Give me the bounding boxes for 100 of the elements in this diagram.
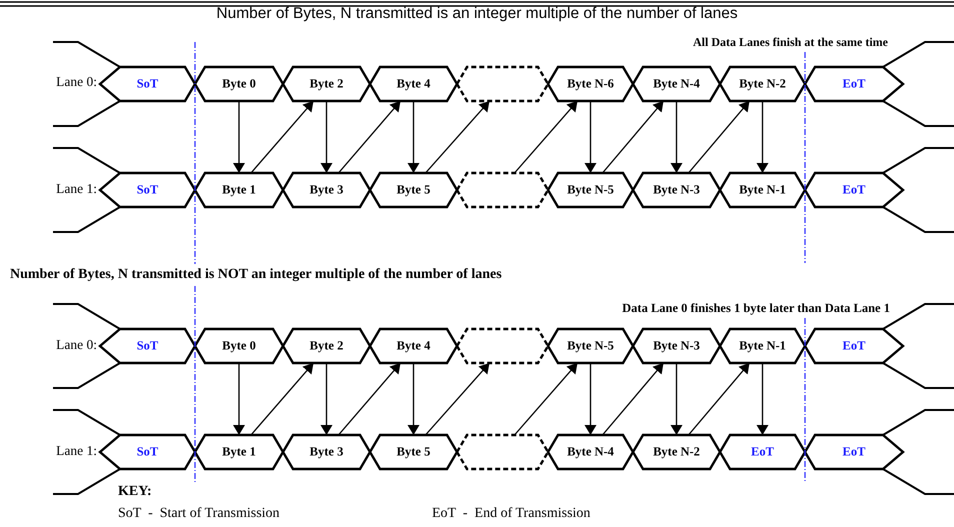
lane-segment bbox=[633, 435, 720, 469]
lane-segment bbox=[100, 435, 195, 469]
lane-segment bbox=[100, 173, 195, 207]
lane-segment bbox=[195, 329, 283, 363]
arrow bbox=[670, 101, 682, 173]
section-heading: Number of Bytes, N transmitted is NOT an integer multiple of the number of lanes bbox=[10, 267, 502, 283]
lane-segment bbox=[283, 435, 370, 469]
arrow bbox=[514, 362, 578, 436]
segment-label: SoT bbox=[136, 444, 158, 460]
segment-label: Byte 4 bbox=[396, 338, 430, 354]
lane-segment bbox=[283, 67, 370, 101]
lane-segment bbox=[283, 329, 370, 363]
lane-segment bbox=[548, 435, 633, 469]
segment-label: Byte N-4 bbox=[567, 444, 614, 460]
lane-segment bbox=[195, 173, 283, 207]
lane-label: Lane 0: bbox=[56, 337, 97, 353]
segment-label: Byte N-6 bbox=[567, 76, 614, 92]
lane-segment bbox=[370, 329, 457, 363]
segment-label: EoT bbox=[751, 444, 774, 460]
segment-label: Byte 0 bbox=[222, 76, 256, 92]
arrow bbox=[425, 100, 490, 174]
segment-label: Byte N-3 bbox=[653, 338, 700, 354]
lane-segment bbox=[370, 435, 457, 469]
lane-segment bbox=[805, 329, 903, 363]
segment-label: EoT bbox=[842, 444, 866, 460]
segment-label: Byte 0 bbox=[222, 338, 256, 354]
arrow bbox=[584, 363, 596, 435]
key-entry: EoT - End of Transmission bbox=[432, 506, 590, 522]
segment-label: SoT bbox=[136, 338, 158, 354]
segment-label: Byte 5 bbox=[396, 182, 430, 198]
segment-label: Byte 5 bbox=[396, 444, 430, 460]
arrow bbox=[670, 363, 682, 435]
segment-label: Byte 1 bbox=[222, 182, 256, 198]
lane-segment bbox=[805, 67, 903, 101]
segment-label: Byte 3 bbox=[310, 182, 344, 198]
arrow bbox=[688, 100, 750, 174]
lane-label: Lane 1: bbox=[56, 443, 97, 459]
segment-label: Byte N-4 bbox=[653, 76, 700, 92]
arrow bbox=[688, 362, 750, 436]
segment-label: Byte N-2 bbox=[739, 76, 786, 92]
arrow bbox=[233, 101, 245, 173]
segment-label: Byte N-1 bbox=[739, 182, 786, 198]
lane-segment bbox=[805, 435, 903, 469]
arrow bbox=[320, 363, 332, 435]
lane-segment bbox=[633, 173, 720, 207]
segment-label: EoT bbox=[842, 76, 866, 92]
arrow bbox=[408, 101, 420, 173]
key-heading: KEY: bbox=[118, 484, 152, 500]
arrow bbox=[756, 101, 768, 173]
arrow bbox=[320, 101, 332, 173]
segment-label: Byte N-1 bbox=[739, 338, 786, 354]
segment-label: EoT bbox=[842, 182, 866, 198]
note-text: Data Lane 0 finishes 1 byte later than Data Lane 1 bbox=[622, 301, 890, 316]
arrow bbox=[250, 100, 314, 174]
segment-label: Byte 1 bbox=[222, 444, 256, 460]
arrow bbox=[602, 362, 664, 436]
note-text: All Data Lanes finish at the same time bbox=[693, 35, 888, 50]
lane-segment bbox=[720, 435, 805, 469]
lane-segment bbox=[370, 173, 457, 207]
segment-label: Byte N-5 bbox=[567, 338, 614, 354]
segment-label: EoT bbox=[842, 338, 866, 354]
arrow bbox=[338, 100, 401, 174]
segment-label: Byte 4 bbox=[396, 76, 430, 92]
diagram-title: Number of Bytes, N transmitted is an integer multiple of the number of lanes bbox=[216, 5, 738, 23]
arrow bbox=[250, 362, 314, 436]
lane-segment bbox=[720, 329, 805, 363]
lane-segment bbox=[370, 67, 457, 101]
arrow bbox=[338, 362, 401, 436]
segment-label: Byte 2 bbox=[310, 338, 344, 354]
lane-segment bbox=[548, 173, 633, 207]
segment-label: Byte 2 bbox=[310, 76, 344, 92]
segment-label: SoT bbox=[136, 76, 158, 92]
lane-segment bbox=[100, 67, 195, 101]
lane-segment bbox=[548, 67, 633, 101]
dashed-lane-segment bbox=[457, 435, 548, 469]
dashed-lane-segment bbox=[457, 173, 548, 207]
lane-segment bbox=[633, 67, 720, 101]
lane-segment bbox=[283, 173, 370, 207]
lane-segment bbox=[720, 173, 805, 207]
arrow bbox=[756, 363, 768, 435]
lane-segment bbox=[805, 173, 903, 207]
arrow bbox=[425, 362, 490, 436]
arrow bbox=[233, 363, 245, 435]
segment-label: Byte 3 bbox=[310, 444, 344, 460]
segment-label: SoT bbox=[136, 182, 158, 198]
arrow bbox=[408, 363, 420, 435]
segment-label: Byte N-5 bbox=[567, 182, 614, 198]
lane-label: Lane 0: bbox=[56, 74, 97, 90]
segment-label: Byte N-3 bbox=[653, 182, 700, 198]
arrow bbox=[602, 100, 664, 174]
segment-label: Byte N-2 bbox=[653, 444, 700, 460]
lane-segment bbox=[720, 67, 805, 101]
dashed-lane-segment bbox=[457, 329, 548, 363]
key-entry: SoT - Start of Transmission bbox=[118, 506, 280, 522]
arrow bbox=[584, 101, 596, 173]
arrow bbox=[514, 100, 578, 174]
lane-label: Lane 1: bbox=[56, 181, 97, 197]
lane-segment bbox=[195, 67, 283, 101]
dashed-lane-segment bbox=[457, 67, 548, 101]
lane-segment bbox=[195, 435, 283, 469]
